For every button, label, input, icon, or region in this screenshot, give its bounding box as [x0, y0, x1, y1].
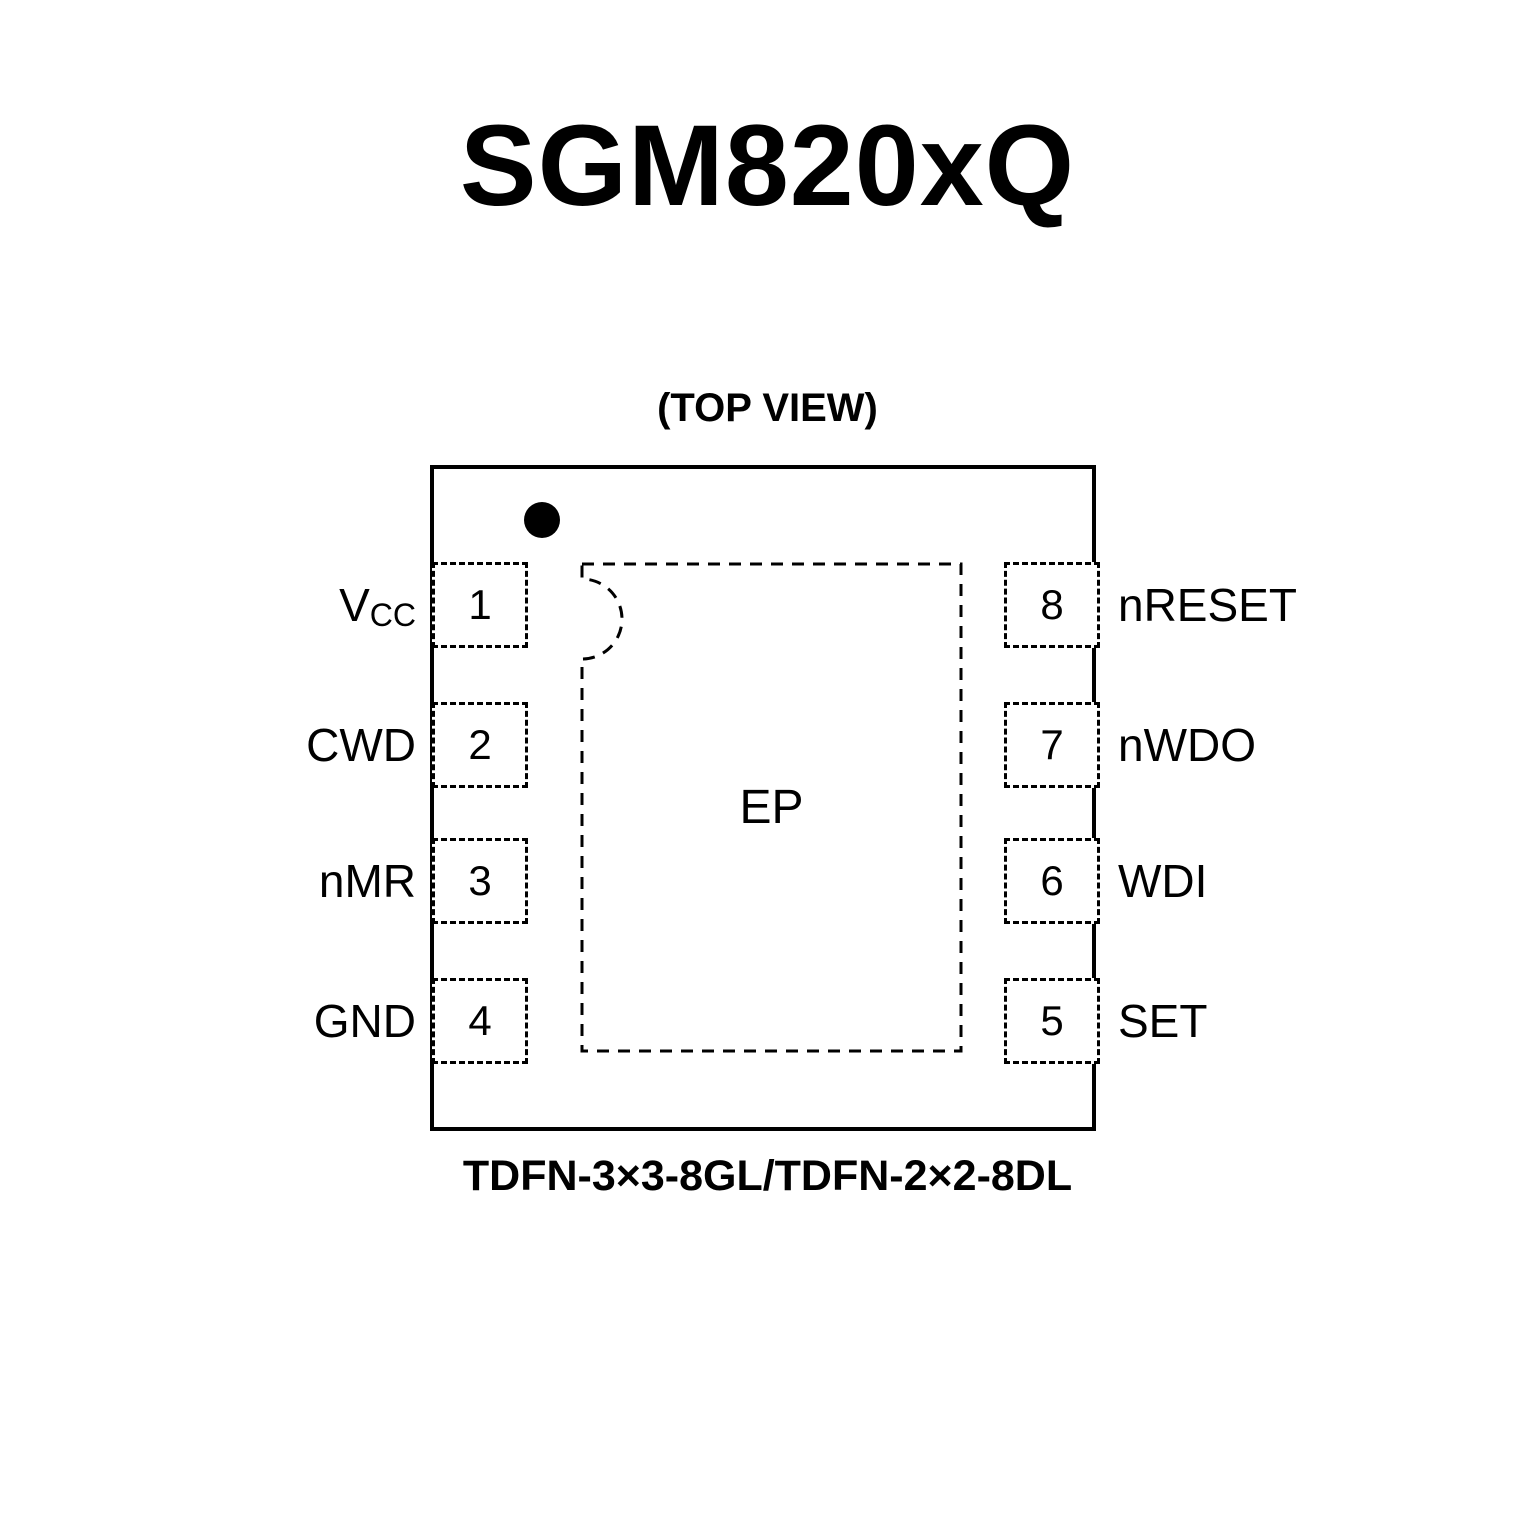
pin-label-nreset: nRESET	[1118, 579, 1297, 631]
view-label: (TOP VIEW)	[657, 386, 878, 430]
pin-box-1: 1	[432, 562, 528, 648]
pin-box-8: 8	[1004, 562, 1100, 648]
pin-label-cwd: CWD	[306, 719, 416, 771]
pin-label-nwdo: nWDO	[1118, 719, 1256, 771]
ep-label: EP	[739, 781, 804, 834]
pin-number: 3	[468, 857, 492, 904]
pin-box-2: 2	[432, 702, 528, 788]
package-name: TDFN-3×3-8GL/TDFN-2×2-8DL	[462, 1152, 1073, 1200]
package-outline: EP	[430, 465, 1096, 1131]
pin-number: 7	[1040, 721, 1064, 768]
pin-label-set: SET	[1118, 995, 1208, 1047]
pin-number: 1	[468, 581, 492, 628]
pin-label-gnd: GND	[313, 995, 416, 1047]
pin1-indicator-dot	[524, 502, 560, 538]
ep-pad-outline	[580, 562, 963, 1053]
pin-label-nmr: nMR	[318, 855, 416, 907]
pin-box-7: 7	[1004, 702, 1100, 788]
pin-label-main: V	[339, 579, 370, 631]
pin-number: 6	[1040, 857, 1064, 904]
pin-number: 2	[468, 721, 492, 768]
pin-box-5: 5	[1004, 978, 1100, 1064]
pin-number: 8	[1040, 581, 1064, 628]
pin-number: 5	[1040, 997, 1064, 1044]
pin-label-subscript: CC	[369, 597, 416, 633]
pin-box-3: 3	[432, 838, 528, 924]
pin-number: 4	[468, 997, 492, 1044]
pin-label-wdi: WDI	[1118, 855, 1208, 907]
pin-box-6: 6	[1004, 838, 1100, 924]
part-title: SGM820xQ	[459, 102, 1076, 230]
pin-box-4: 4	[432, 978, 528, 1064]
